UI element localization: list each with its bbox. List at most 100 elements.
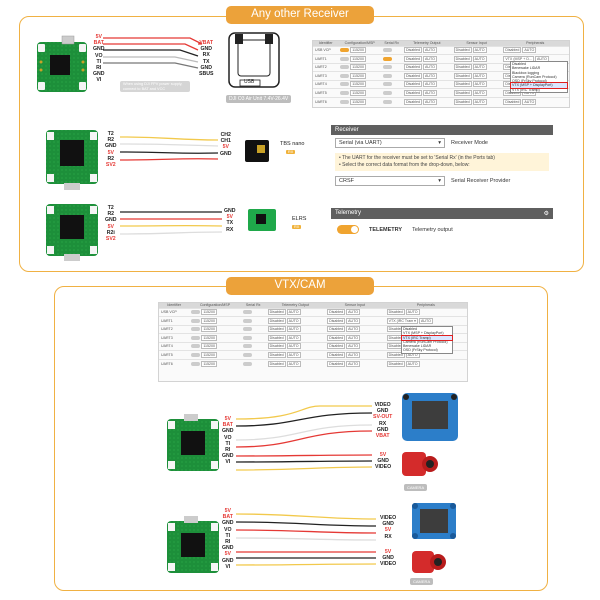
- receiver-mode-select[interactable]: Serial (via UART) ▾: [335, 138, 445, 148]
- telemetry-select[interactable]: Disabled: [267, 360, 286, 367]
- telemetry-select[interactable]: Disabled: [267, 326, 286, 333]
- sensor-select-auto[interactable]: AUTO: [346, 360, 361, 367]
- baud-select[interactable]: 115200: [201, 351, 218, 358]
- msp-toggle[interactable]: [340, 56, 350, 61]
- msp-toggle[interactable]: [191, 335, 201, 340]
- sensor-select[interactable]: Disabled: [453, 64, 472, 71]
- peripheral-select[interactable]: Disabled: [503, 47, 522, 54]
- telemetry-select[interactable]: Disabled: [267, 317, 286, 324]
- serial-rx-toggle[interactable]: [383, 90, 393, 95]
- msp-toggle[interactable]: [191, 344, 201, 349]
- peripheral-auto[interactable]: AUTO: [522, 98, 537, 105]
- msp-toggle[interactable]: [191, 318, 201, 323]
- serial-rx-toggle[interactable]: [383, 82, 393, 87]
- baud-select[interactable]: 115200: [350, 55, 367, 62]
- msp-toggle[interactable]: [340, 99, 350, 104]
- sensor-select-auto[interactable]: AUTO: [346, 317, 361, 324]
- sensor-select-auto[interactable]: AUTO: [472, 89, 487, 96]
- sensor-select-auto[interactable]: AUTO: [346, 326, 361, 333]
- sensor-select[interactable]: Disabled: [327, 334, 346, 341]
- msp-toggle[interactable]: [191, 310, 201, 315]
- peripheral-select[interactable]: Disabled: [386, 309, 405, 316]
- serial-rx-toggle[interactable]: [383, 99, 393, 104]
- baud-select[interactable]: 115200: [201, 343, 218, 350]
- baud-select[interactable]: 115200: [350, 47, 367, 54]
- dropdown-option[interactable]: Camera (RunCam Protocol): [403, 339, 448, 344]
- serial-rx-toggle[interactable]: [242, 327, 252, 332]
- serial-rx-toggle[interactable]: [242, 361, 252, 366]
- sensor-select[interactable]: Disabled: [453, 81, 472, 88]
- msp-toggle[interactable]: [340, 65, 350, 70]
- telemetry-select[interactable]: Disabled: [404, 47, 422, 54]
- peripheral-auto[interactable]: AUTO: [405, 309, 420, 316]
- serial-rx-toggle[interactable]: [383, 56, 393, 61]
- telemetry-select-auto[interactable]: AUTO: [286, 334, 301, 341]
- msp-toggle[interactable]: [191, 361, 201, 366]
- peripheral-auto[interactable]: AUTO: [522, 47, 537, 54]
- serial-rx-toggle[interactable]: [242, 344, 252, 349]
- sensor-select-auto[interactable]: AUTO: [346, 343, 361, 350]
- sensor-select[interactable]: Disabled: [327, 360, 346, 367]
- telemetry-select-auto[interactable]: AUTO: [422, 55, 437, 62]
- sensor-select-auto[interactable]: AUTO: [346, 309, 361, 316]
- baud-select[interactable]: 115200: [201, 317, 218, 324]
- msp-toggle[interactable]: [340, 82, 350, 87]
- sensor-select-auto[interactable]: AUTO: [346, 351, 361, 358]
- dropdown-option[interactable]: OSD (FrSky Protocol): [403, 348, 438, 353]
- serial-rx-toggle[interactable]: [242, 318, 252, 323]
- telemetry-select[interactable]: Disabled: [404, 55, 422, 62]
- sensor-select-auto[interactable]: AUTO: [472, 47, 487, 54]
- sensor-select[interactable]: Disabled: [327, 309, 346, 316]
- sensor-select-auto[interactable]: AUTO: [472, 98, 487, 105]
- telemetry-select-auto[interactable]: AUTO: [286, 351, 301, 358]
- serial-rx-toggle[interactable]: [383, 65, 393, 70]
- telemetry-toggle[interactable]: [337, 225, 359, 234]
- serial-rx-toggle[interactable]: [383, 48, 393, 53]
- baud-select[interactable]: 115200: [350, 72, 367, 79]
- baud-select[interactable]: 115200: [350, 89, 367, 96]
- telemetry-select-auto[interactable]: AUTO: [286, 326, 301, 333]
- telemetry-select-auto[interactable]: AUTO: [422, 72, 437, 79]
- telemetry-select[interactable]: Disabled: [267, 343, 286, 350]
- sensor-select[interactable]: Disabled: [453, 47, 472, 54]
- dropdown-option[interactable]: Benewake LiDAR: [512, 66, 541, 71]
- telemetry-select-auto[interactable]: AUTO: [286, 309, 301, 316]
- telemetry-select-auto[interactable]: AUTO: [422, 98, 437, 105]
- sensor-select-auto[interactable]: AUTO: [472, 55, 487, 62]
- telemetry-select-auto[interactable]: AUTO: [422, 64, 437, 71]
- baud-select[interactable]: 115200: [350, 98, 367, 105]
- dropdown-option[interactable]: Disabled: [512, 62, 526, 66]
- serial-provider-select[interactable]: CRSF ▾: [335, 176, 445, 186]
- telemetry-select-auto[interactable]: AUTO: [286, 317, 301, 324]
- telemetry-select-auto[interactable]: AUTO: [422, 47, 437, 54]
- dropdown-option[interactable]: VTX (IRC Tramp): [401, 334, 453, 341]
- serial-rx-toggle[interactable]: [242, 335, 252, 340]
- baud-select[interactable]: 115200: [201, 326, 218, 333]
- baud-select[interactable]: 115200: [201, 309, 218, 316]
- msp-toggle[interactable]: [340, 90, 350, 95]
- sensor-select[interactable]: Disabled: [327, 343, 346, 350]
- dropdown-option[interactable]: Blackbox logging: [512, 70, 540, 75]
- telemetry-select[interactable]: Disabled: [404, 98, 422, 105]
- telemetry-select-auto[interactable]: AUTO: [422, 81, 437, 88]
- serial-rx-toggle[interactable]: [383, 73, 393, 78]
- sensor-select[interactable]: Disabled: [453, 98, 472, 105]
- dropdown-option[interactable]: Disabled: [403, 327, 417, 331]
- dropdown-option[interactable]: Benewake LiDAR: [403, 344, 432, 349]
- sensor-select[interactable]: Disabled: [327, 351, 346, 358]
- serial-rx-toggle[interactable]: [242, 310, 252, 315]
- sensor-select[interactable]: Disabled: [327, 317, 346, 324]
- peripheral-select[interactable]: Disabled: [386, 360, 405, 367]
- telemetry-select[interactable]: Disabled: [267, 309, 286, 316]
- peripheral-auto[interactable]: AUTO: [405, 360, 420, 367]
- telemetry-select-auto[interactable]: AUTO: [422, 89, 437, 96]
- sensor-select-auto[interactable]: AUTO: [472, 72, 487, 79]
- sensor-select-auto[interactable]: AUTO: [472, 81, 487, 88]
- telemetry-select[interactable]: Disabled: [267, 351, 286, 358]
- telemetry-select-auto[interactable]: AUTO: [286, 360, 301, 367]
- msp-toggle[interactable]: [191, 352, 201, 357]
- telemetry-select[interactable]: Disabled: [404, 81, 422, 88]
- msp-toggle[interactable]: [191, 327, 201, 332]
